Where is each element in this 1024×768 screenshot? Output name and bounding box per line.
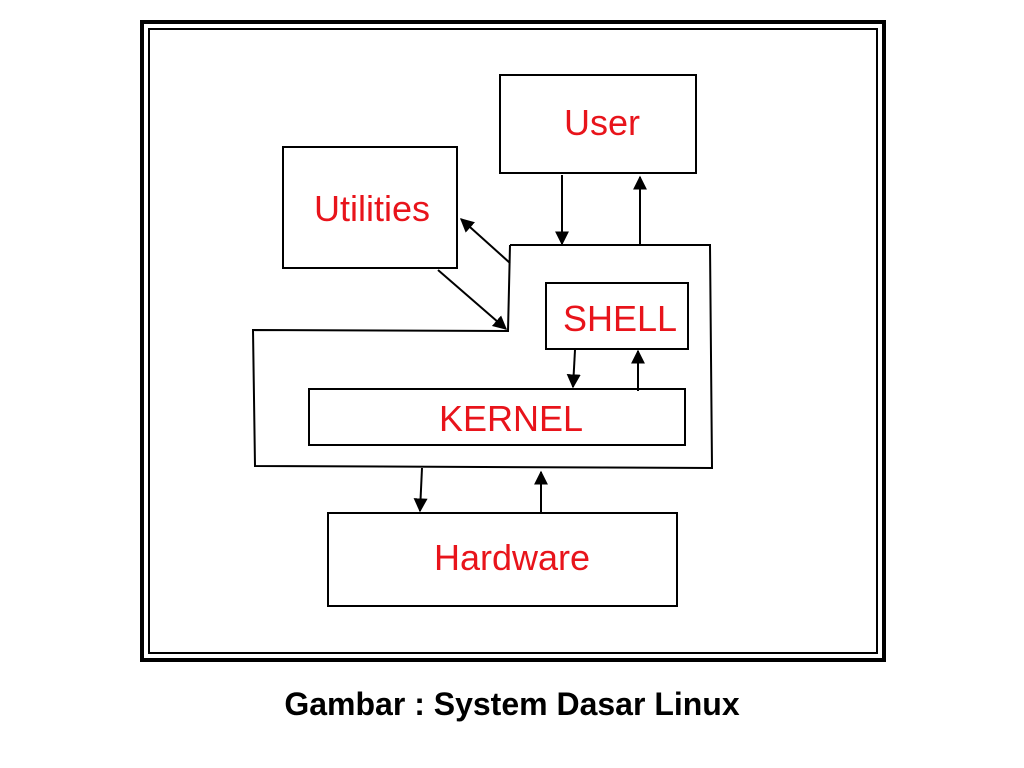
arrow-kernel-to-hardware xyxy=(413,467,428,513)
kernel-label: KERNEL xyxy=(439,398,583,439)
hardware-box: Hardware xyxy=(327,512,678,607)
user-label: User xyxy=(564,102,640,143)
arrow-shell-to-utilities xyxy=(459,218,511,264)
shell-label: SHELL xyxy=(563,298,677,339)
arrow-utilities-to-shell xyxy=(437,269,508,330)
arrow-shell-to-kernel xyxy=(566,349,581,389)
utilities-box: Utilities xyxy=(282,146,458,269)
outer-frame xyxy=(140,20,886,662)
utilities-label: Utilities xyxy=(314,188,430,229)
hardware-label: Hardware xyxy=(434,537,590,578)
user-box: User xyxy=(499,74,697,174)
figure-caption: Gambar : System Dasar Linux xyxy=(284,686,740,722)
shell-box: SHELL xyxy=(545,282,689,350)
shell-enclosure-outline xyxy=(251,244,714,470)
kernel-box: KERNEL xyxy=(308,388,686,446)
